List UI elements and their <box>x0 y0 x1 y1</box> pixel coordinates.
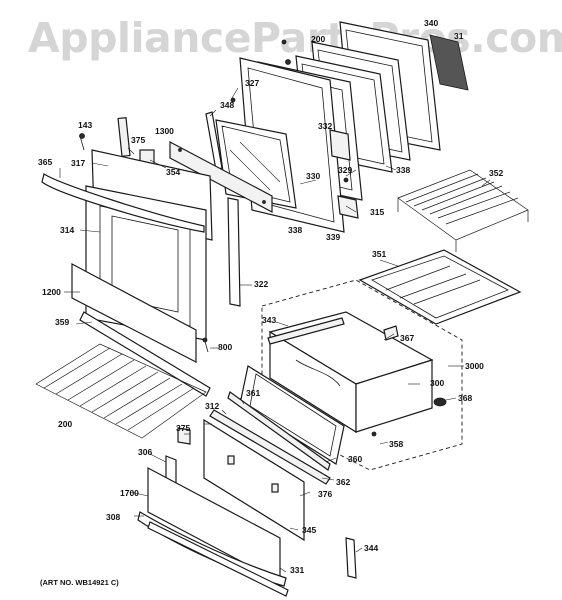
callout-200b: 200 <box>58 419 73 429</box>
callout-376: 376 <box>318 489 333 499</box>
callout-340: 340 <box>424 18 439 28</box>
trim-359[interactable] <box>79 311 211 397</box>
callout-361: 361 <box>246 388 261 398</box>
callout-345: 345 <box>302 525 317 535</box>
callout-31: 31 <box>454 31 464 41</box>
broil-pan-351[interactable] <box>358 249 522 325</box>
callout-330: 330 <box>306 171 321 181</box>
racks <box>35 169 529 439</box>
callout-200: 200 <box>311 34 326 44</box>
inner-panel-345[interactable] <box>203 418 305 542</box>
rack-200[interactable] <box>35 343 207 439</box>
callout-339: 339 <box>326 232 341 242</box>
callout-354: 354 <box>166 167 181 177</box>
watermark: AppliancePartsPros.com <box>28 14 562 62</box>
post-322[interactable] <box>227 197 241 307</box>
oven-door <box>41 149 213 397</box>
handle-365[interactable] <box>41 173 205 233</box>
rail-360[interactable] <box>227 391 331 471</box>
door-glass-assembly <box>215 21 469 233</box>
callout-306: 306 <box>138 447 153 457</box>
callout-143: 143 <box>78 120 93 130</box>
callout-367: 367 <box>400 333 415 343</box>
hinge-332[interactable] <box>329 129 351 161</box>
callout-314: 314 <box>60 225 75 235</box>
callout-365: 365 <box>38 157 53 167</box>
rail-343[interactable] <box>267 317 345 345</box>
callout-338a: 338 <box>396 165 411 175</box>
callout-331: 331 <box>290 565 305 575</box>
callout-368: 368 <box>458 393 473 403</box>
callout-1200: 1200 <box>42 287 61 297</box>
callout-317: 317 <box>71 158 86 168</box>
foot-368[interactable] <box>433 397 447 407</box>
callout-300: 300 <box>430 378 445 388</box>
callout-362: 362 <box>336 477 351 487</box>
callout-348: 348 <box>220 100 235 110</box>
callout-329: 329 <box>338 165 353 175</box>
clip-367[interactable] <box>383 325 399 341</box>
callout-358: 358 <box>389 439 404 449</box>
clip-354[interactable] <box>117 117 131 157</box>
callout-308: 308 <box>106 512 121 522</box>
callout-327: 327 <box>245 78 260 88</box>
callout-352: 352 <box>489 168 504 178</box>
art-number: (ART NO. WB14921 C) <box>40 578 119 587</box>
callout-351: 351 <box>372 249 387 259</box>
callout-344: 344 <box>364 543 379 553</box>
callout-322: 322 <box>254 279 269 289</box>
trim-331[interactable] <box>147 521 289 597</box>
spacer-344[interactable] <box>345 537 357 579</box>
callout-338b: 338 <box>288 225 303 235</box>
drawer-300-side[interactable] <box>355 359 433 433</box>
callout-343: 343 <box>262 315 277 325</box>
frame-361[interactable] <box>239 365 345 465</box>
callout-332: 332 <box>318 121 333 131</box>
panel-1200[interactable] <box>71 263 197 363</box>
callout-375a: 375 <box>131 135 146 145</box>
leader-lines <box>59 87 491 573</box>
callout-1300: 1300 <box>155 126 174 136</box>
drawer-front <box>137 365 357 597</box>
callout-3000: 3000 <box>465 361 484 371</box>
drawer-housing <box>261 279 463 471</box>
callout-375b: 375 <box>176 423 191 433</box>
insulation-31[interactable] <box>429 34 469 91</box>
callout-360: 360 <box>348 454 363 464</box>
callout-800: 800 <box>218 342 233 352</box>
callout-315: 315 <box>370 207 385 217</box>
callout-312: 312 <box>205 401 220 411</box>
callout-1700: 1700 <box>120 488 139 498</box>
rail-312[interactable] <box>209 409 331 485</box>
bracket-1300[interactable] <box>169 141 273 213</box>
callout-359: 359 <box>55 317 70 327</box>
bracket-375b[interactable] <box>177 427 191 445</box>
control-area <box>79 111 273 307</box>
strip-348[interactable] <box>205 111 223 171</box>
